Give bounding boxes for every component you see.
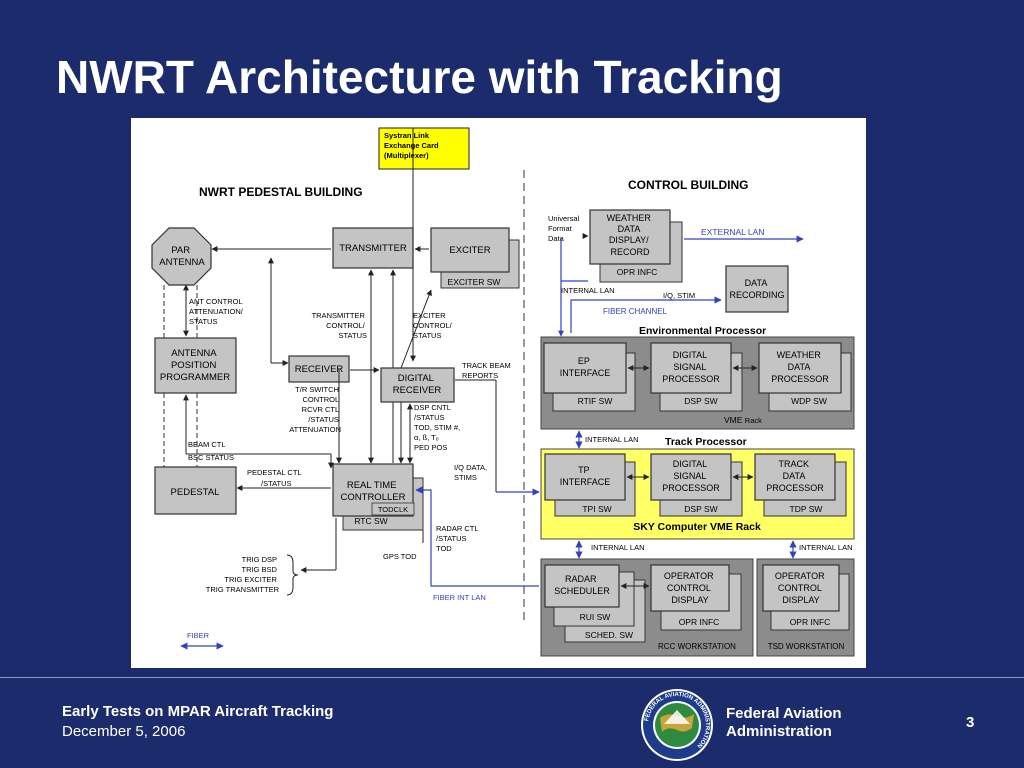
svg-text:TDP SW: TDP SW [790,504,823,514]
svg-text:RADAR SCHEDULER: RADAR SCHEDULER [554,574,610,596]
internal-lan-label-top: INTERNAL LAN [561,286,615,295]
faa-name-line2: Administration [726,723,832,740]
svg-text:TPI SW: TPI SW [582,504,611,514]
external-lan-label: EXTERNAL LAN [701,227,764,237]
svg-text:RUI SW: RUI SW [580,612,611,622]
fiber-int-lan-label: FIBER INT LAN [433,593,486,602]
systran-link-card: Systran Link Exchange Card (Multiplexer) [378,127,470,170]
control-building-heading: CONTROL BUILDING [628,178,748,192]
svg-text:RTIF SW: RTIF SW [578,396,613,406]
tr-switch-label: T/R SWITCH CONTROL RCVR CTL /STATUS ATTE… [289,385,341,434]
svg-text:TODCLK: TODCLK [378,505,408,514]
svg-text:RTC SW: RTC SW [354,516,387,526]
svg-text:TP INTERFACE: TP INTERFACE [560,465,611,487]
exciter-control-label: EXCITER CONTROL/ STATUS [413,311,454,340]
weather-data-processor: WEATHER DATA PROCESSOR WDP SW [758,342,852,412]
systran-label: Systran Link Exchange Card (Multiplexer) [384,131,441,160]
faa-name-line1: Federal Aviation [726,705,842,722]
weather-data-display: WEATHER DATA DISPLAY/ RECORD OPR INFC [589,209,683,283]
internal-lan-label-right: INTERNAL LAN [799,543,853,552]
svg-text:RECEIVER: RECEIVER [295,364,344,375]
svg-text:DSP SW: DSP SW [684,504,717,514]
page-number: 3 [966,714,975,731]
dsp-cntl-label: DSP CNTL /STATUS TOD, STIM #, α, ß, Tₒ P… [414,403,462,452]
svg-text:PAR ANTENNA: PAR ANTENNA [159,245,205,268]
pedestal: PEDESTAL [154,466,237,515]
svg-text:TRANSMITTER: TRANSMITTER [339,243,407,254]
operator-control-display-tsd: OPERATOR CONTROL DISPLAY OPR INFC [762,564,850,631]
par-antenna: PAR ANTENNA [151,227,212,286]
data-recording: DATA RECORDING [725,265,789,313]
tp-interface: TP INTERFACE TPI SW [544,453,636,517]
pedestal-ctl-label: PEDESTAL CTL /STATUS [247,468,303,488]
footer-title: Early Tests on MPAR Aircraft Tracking [62,703,334,720]
svg-text:WEATHER DATA PROCE: WEATHER DATA PROCESSOR [771,350,829,384]
pedestal-building-heading: NWRT PEDESTAL BUILDING [199,185,363,199]
svg-text:Environmental Processor: Environmental Processor [639,325,766,337]
svg-text:SKY Computer VME Rack: SKY Computer VME Rack [633,521,761,533]
fiber-legend-label: FIBER [187,631,210,640]
svg-text:OPERATOR CONTROL D: OPERATOR CONTROL DISPLAY [775,571,827,605]
universal-format-label: Universal Format Data [548,214,581,243]
radar-ctl-label: RADAR CTL /STATUS TOD [436,524,480,553]
ep-interface: EP INTERFACE RTIF SW [543,342,636,412]
digital-signal-processor-ep: DIGITAL SIGNAL PROCESSOR DSP SW [650,342,743,412]
digital-receiver: DIGITAL RECEIVER [380,367,455,403]
svg-text:OPR INFC: OPR INFC [679,617,720,627]
track-beam-label: TRACK BEAM REPORTS [462,361,513,380]
fiber-channel-label: FIBER CHANNEL [603,307,668,316]
svg-text:RCC WORKSTATION: RCC WORKSTATION [658,642,736,651]
svg-text:ANTENNA POSITION P: ANTENNA POSITION PROGRAMMER [160,348,230,383]
iq-stim-label: I/Q, STIM [663,291,695,300]
radar-scheduler: RADAR SCHEDULER RUI SW SCHED. SW [544,564,646,643]
svg-text:DATA RECORDING: DATA RECORDING [729,278,784,300]
svg-text:DSP SW: DSP SW [684,396,717,406]
svg-text:OPERATOR CONTROL D: OPERATOR CONTROL DISPLAY [664,571,716,605]
svg-text:SCHED. SW: SCHED. SW [585,630,633,640]
svg-text:DIGITAL RECEIVER: DIGITAL RECEIVER [393,373,442,396]
svg-text:EXCITER SW: EXCITER SW [448,277,501,287]
svg-text:DIGITAL SIGNAL PRO: DIGITAL SIGNAL PROCESSOR [662,459,720,493]
svg-text:TRACK DATA PROCESS: TRACK DATA PROCESSOR [766,459,824,493]
iq-data-label: I/Q DATA, STIMS [454,463,489,482]
architecture-diagram: Systran Link Exchange Card (Multiplexer)… [131,118,866,668]
faa-seal-logo: FEDERAL AVIATION ADMINISTRATION [641,689,713,761]
svg-text:REAL TIME CONTROLLER: REAL TIME CONTROLLER [341,480,406,503]
exciter: EXCITER EXCITER SW [430,227,520,289]
svg-text:EP INTERFACE: EP INTERFACE [560,356,611,378]
transmitter-control-label: TRANSMITTER CONTROL/ STATUS [312,311,367,340]
track-data-processor: TRACK DATA PROCESSOR TDP SW [754,453,847,517]
ant-control-label: ANT CONTROL ATTENUATION/ STATUS [189,297,245,326]
beam-ctl-label: BEAM CTL BSC STATUS [188,440,234,462]
operator-control-display-rcc: OPERATOR CONTROL DISPLAY OPR INFC [650,564,742,631]
svg-text:VME Rack: VME Rack [724,415,762,425]
svg-text:OPR INFC: OPR INFC [617,267,658,277]
internal-lan-label-mid: INTERNAL LAN [585,435,639,444]
antenna-position-programmer: ANTENNA POSITION PROGRAMMER [154,337,237,394]
transmitter: TRANSMITTER [332,227,414,269]
svg-text:OPR INFC: OPR INFC [790,617,831,627]
slide-title: NWRT Architecture with Tracking [56,51,783,103]
real-time-controller: REAL TIME CONTROLLER TODCLK RTC SW [332,463,424,531]
footer-date: December 5, 2006 [62,723,186,740]
footer-divider [0,677,1024,678]
svg-text:PEDESTAL: PEDESTAL [171,487,220,498]
svg-text:TSD WORKSTATION: TSD WORKSTATION [768,642,845,651]
faa-name: Federal Aviation Administration [726,705,842,741]
internal-lan-label-low: INTERNAL LAN [591,543,645,552]
svg-text:WDP SW: WDP SW [791,396,827,406]
svg-text:EXCITER: EXCITER [449,245,490,256]
svg-text:WEATHER DATA DISPL: WEATHER DATA DISPLAY/ RECORD [607,213,654,257]
receiver: RECEIVER [288,355,350,383]
gps-tod-label: GPS TOD [383,552,417,561]
svg-text:Track Processor: Track Processor [665,436,747,448]
digital-signal-processor-tp: DIGITAL SIGNAL PROCESSOR DSP SW [650,453,743,517]
trig-label: TRIG DSP TRIG BSD TRIG EXCITER TRIG TRAN… [206,555,280,594]
svg-text:DIGITAL SIGNAL PRO: DIGITAL SIGNAL PROCESSOR [662,350,720,384]
